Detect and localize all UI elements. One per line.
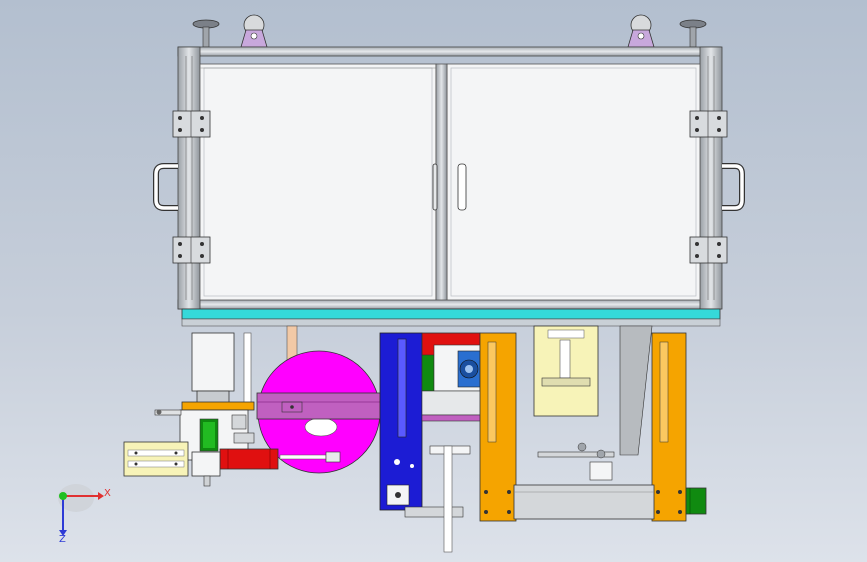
base-beam	[513, 484, 655, 520]
sensor-bracket	[537, 442, 615, 481]
gray-support-right	[619, 325, 653, 456]
hinge-top-left	[172, 110, 211, 138]
axis-x-label: X	[104, 488, 111, 499]
green-motor	[685, 487, 707, 515]
caster-wheel-right	[627, 14, 655, 48]
axis-z-label: Z	[59, 534, 66, 545]
vertical-rod-center	[443, 445, 453, 553]
cabinet-door-right	[446, 63, 701, 301]
red-cylinder	[191, 448, 279, 487]
cyan-base-plate	[181, 308, 721, 327]
door-handles	[432, 163, 467, 211]
caster-wheel-left	[240, 14, 268, 48]
orange-bracket-right	[651, 332, 687, 522]
linear-module	[123, 441, 189, 477]
side-handle-left	[153, 163, 178, 211]
coordinate-triad-icon	[58, 484, 104, 536]
guide-rod-left	[243, 332, 252, 404]
side-handle-right	[722, 163, 745, 211]
hinge-top-right	[689, 110, 728, 138]
hinge-bottom-left	[172, 236, 211, 264]
leveling-foot-right	[679, 19, 707, 48]
hinge-bottom-right	[689, 236, 728, 264]
center-mullion	[435, 63, 448, 301]
cylinder-block-left	[191, 332, 235, 404]
red-green-block	[421, 332, 481, 392]
orange-bracket-left	[479, 332, 517, 522]
yellow-cylinder-block	[533, 325, 599, 417]
leveling-foot-left	[192, 19, 220, 48]
blue-column	[379, 332, 464, 518]
cabinet-door-left	[199, 63, 437, 301]
orange-top-plate	[181, 401, 255, 411]
cable-connector	[279, 451, 341, 463]
mid-horizontal-bar	[421, 390, 487, 455]
